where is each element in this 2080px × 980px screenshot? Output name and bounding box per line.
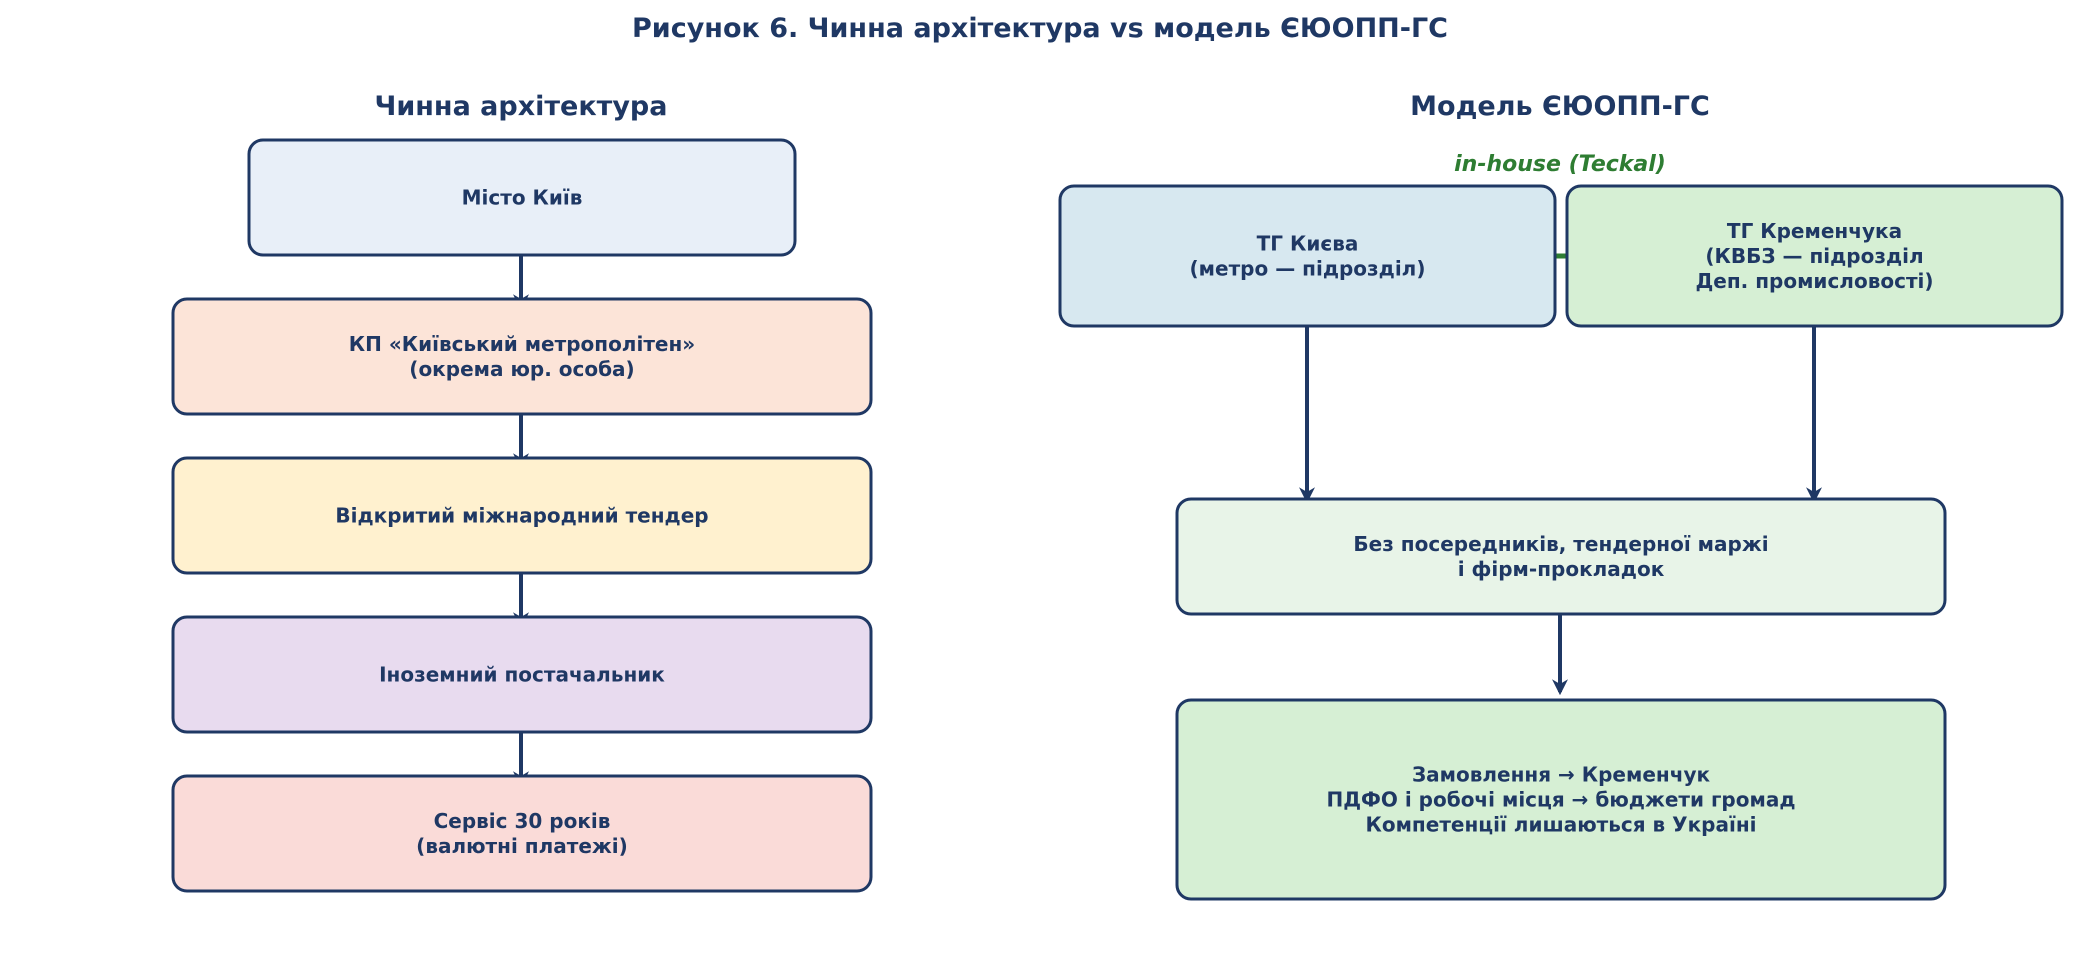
tg-kyiv-node-label-line: ТГ Києва <box>1257 232 1359 256</box>
tg-kyiv-node-box <box>1058 184 1557 328</box>
inhouse-teckal-label: in-house (Teckal) <box>1454 152 1666 177</box>
foreign-supplier-node: Іноземний постачальник <box>171 615 873 734</box>
tg-kremenchuk-node-label-line: (КВБЗ — підрозділ <box>1705 244 1923 268</box>
benefits-result-node-label-line: Замовлення → Кременчук <box>1412 763 1711 787</box>
figure-title: Рисунок 6. Чинна архітектура vs модель Є… <box>632 13 1448 44</box>
tg-kremenchuk-node-label-line: Деп. промисловості) <box>1695 269 1933 293</box>
no-intermediaries-node-label-line: і фірм-прокладок <box>1458 557 1665 581</box>
kyiv-metro-node-box <box>171 297 873 416</box>
node-layer: Місто Київ КП «Київський метрополітен»(ок… <box>171 138 2064 901</box>
open-tender-node: Відкритий міжнародний тендер <box>171 456 873 575</box>
benefits-result-node-label-line: ПДФО і робочі місця → бюджети громад <box>1327 788 1796 812</box>
service-30-years-node: Сервіс 30 років(валютні платежі) <box>171 774 873 893</box>
foreign-supplier-node-label-line: Іноземний постачальник <box>379 663 665 687</box>
no-intermediaries-node-box <box>1175 497 1947 616</box>
tg-kremenchuk-node-box <box>1565 184 2064 328</box>
benefits-result-node-box <box>1175 698 1947 901</box>
service-30-years-node-label-line: (валютні платежі) <box>416 834 628 858</box>
tg-kyiv-node: ТГ Києва(метро — підрозділ) <box>1058 184 1557 328</box>
city-kyiv-node: Місто Київ <box>247 138 797 257</box>
open-tender-node-label-line: Відкритий міжнародний тендер <box>335 504 708 528</box>
tg-kremenchuk-node-label-line: ТГ Кременчука <box>1727 219 1902 243</box>
kyiv-metro-node: КП «Київський метрополітен»(окрема юр. о… <box>171 297 873 416</box>
open-tender-node-box <box>171 456 873 575</box>
no-intermediaries-node-label-line: Без посередників, тендерної маржі <box>1353 532 1768 556</box>
service-30-years-node-label-line: Сервіс 30 років <box>434 809 611 833</box>
foreign-supplier-node-box <box>171 615 873 734</box>
tg-kyiv-node-label-line: (метро — підрозділ) <box>1190 257 1426 281</box>
service-30-years-node-box <box>171 774 873 893</box>
right-column-heading: Модель ЄЮОПП-ГС <box>1410 91 1710 122</box>
city-kyiv-node-label-line: Місто Київ <box>462 186 583 210</box>
kyiv-metro-node-label-line: КП «Київський метрополітен» <box>349 332 695 356</box>
kyiv-metro-node-label-line: (окрема юр. особа) <box>409 357 634 381</box>
city-kyiv-node-box <box>247 138 797 257</box>
left-column-heading: Чинна архітектура <box>375 91 668 122</box>
benefits-result-node-label-line: Компетенції лишаються в Україні <box>1366 813 1757 837</box>
